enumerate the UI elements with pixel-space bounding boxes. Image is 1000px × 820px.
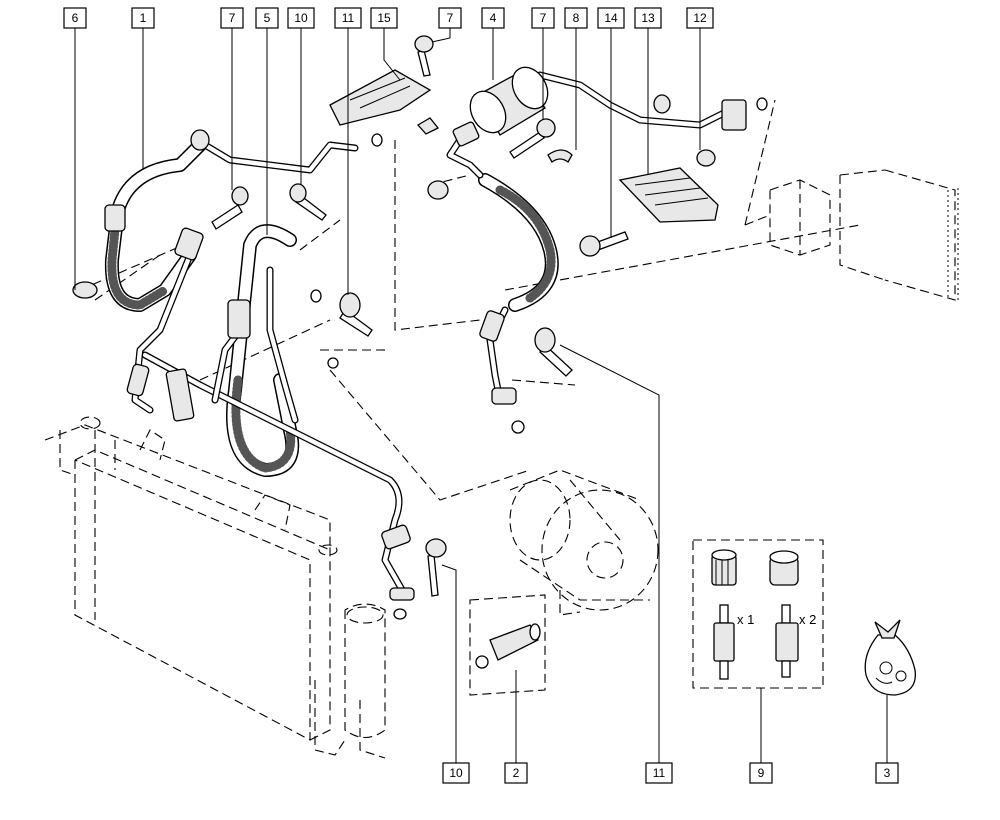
evaporator-outline: [744, 169, 959, 301]
pipe-left-loop: [131, 251, 194, 414]
callout-7-top-a: 7: [220, 7, 244, 29]
bolt-7a: [211, 186, 249, 230]
valve-cap-a: [711, 549, 737, 586]
callout-label: 6: [72, 11, 79, 25]
callout-label: 7: [540, 11, 547, 25]
callout-6-top: 6: [63, 7, 87, 29]
valve-cap-b: [769, 550, 799, 586]
condenser-outline: [44, 416, 338, 741]
kit-qty-2: x 2: [799, 612, 816, 627]
callout-label: 5: [264, 11, 271, 25]
kit-9-parts: x 1 x 2: [711, 549, 816, 680]
valve-core-b: [775, 604, 799, 678]
callout-11-bottom: 11: [645, 762, 673, 784]
pipe-upper: [201, 141, 359, 174]
pipe-long: [141, 351, 409, 599]
callout-label: 11: [653, 766, 666, 780]
callout-label: 15: [377, 11, 391, 25]
callout-label: 2: [513, 766, 520, 780]
callout-label: 11: [342, 11, 355, 25]
clip-8: [547, 149, 573, 163]
o-ring-d: [511, 420, 525, 434]
callout-label: 7: [229, 11, 236, 25]
clip-compressor: [427, 180, 449, 200]
callout-label: 10: [449, 766, 463, 780]
desiccant-bag: [864, 619, 916, 696]
callout-5-top: 5: [255, 7, 279, 29]
callout-4-top: 4: [481, 7, 505, 29]
callout-11-top: 11: [334, 7, 362, 29]
callout-label: 14: [604, 11, 618, 25]
bolt-10b: [425, 538, 447, 597]
bolt-11b: [534, 327, 573, 377]
callout-3-bottom: 3: [875, 762, 899, 784]
cap-4: [653, 94, 671, 114]
callout-7-top-c: 7: [531, 7, 555, 29]
hose-1: [104, 138, 207, 312]
callout-9-bottom: 9: [749, 762, 773, 784]
callout-label: 1: [140, 11, 147, 25]
bolt-7c: [509, 118, 556, 159]
receiver-drier-part: [469, 66, 549, 136]
o-ring-b: [310, 289, 322, 303]
callout-label: 9: [758, 766, 765, 780]
clips: [72, 94, 768, 620]
kit-qty-1: x 1: [737, 612, 754, 627]
hose-4: [478, 173, 559, 312]
clip-6: [72, 281, 98, 299]
heat-shield-part: [618, 167, 719, 223]
callout-15-top: 15: [370, 7, 398, 29]
callout-label: 3: [884, 766, 891, 780]
pipe-receiver: [536, 71, 744, 129]
nut-12: [696, 149, 716, 167]
callout-2-bottom: 2: [504, 762, 528, 784]
bolts: [211, 35, 629, 597]
callout-13-top: 13: [634, 7, 662, 29]
callout-8-top: 8: [564, 7, 588, 29]
callout-label: 8: [573, 11, 580, 25]
o-ring-f: [756, 97, 768, 111]
o-ring-e: [393, 608, 407, 620]
alignment-lines: [79, 99, 861, 696]
fittings: [104, 99, 747, 601]
bolt-11a: [339, 292, 373, 337]
o-ring-c: [327, 357, 339, 369]
callout-10-bottom: 10: [442, 762, 470, 784]
bracket-part: [329, 69, 432, 126]
bolt-10a: [289, 183, 327, 221]
compressor-outline: [509, 469, 659, 616]
callout-1-top: 1: [131, 7, 155, 29]
bolt-7b: [414, 35, 434, 77]
callout-12-top: 12: [686, 7, 714, 29]
callout-leaders: [74, 28, 888, 763]
receiver-drier-outline: [314, 603, 386, 759]
pressure-switch-part: [475, 623, 541, 669]
bolt-14: [579, 231, 629, 257]
callout-label: 12: [693, 11, 707, 25]
callout-label: 4: [490, 11, 497, 25]
cap-1: [190, 129, 210, 151]
callout-10-top: 10: [287, 7, 315, 29]
hose-5: [226, 224, 300, 477]
callout-label: 7: [447, 11, 454, 25]
callout-14-top: 14: [597, 7, 625, 29]
callout-label: 10: [294, 11, 308, 25]
callout-7-top-b: 7: [438, 7, 462, 29]
o-ring-a: [371, 133, 383, 147]
callout-label: 13: [641, 11, 655, 25]
valve-core-a: [713, 604, 735, 680]
clip-15: [416, 117, 440, 135]
